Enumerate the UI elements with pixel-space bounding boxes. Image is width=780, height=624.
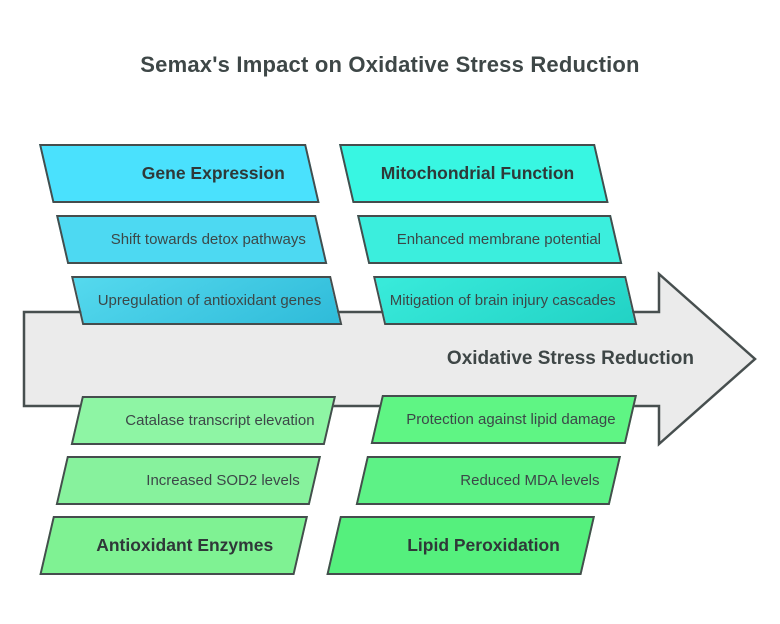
node-increased-sod2-levels: Increased SOD2 levels [55, 456, 321, 505]
node-label: Protection against lipid damage [406, 410, 616, 428]
node-label: Enhanced membrane potential [396, 230, 601, 248]
node-label: Lipid Peroxidation [407, 535, 561, 556]
node-mitigation-of-brain-injury-cascades: Mitigation of brain injury cascades [373, 276, 638, 325]
node-enhanced-membrane-potential: Enhanced membrane potential [357, 215, 623, 264]
node-upregulation-of-antioxidant-genes: Upregulation of antioxidant genes [71, 276, 343, 325]
node-reduced-mda-levels: Reduced MDA levels [355, 456, 621, 505]
node-label: Antioxidant Enzymes [96, 535, 274, 556]
node-label: Increased SOD2 levels [145, 471, 300, 489]
node-antioxidant-enzymes-header: Antioxidant Enzymes [39, 516, 308, 575]
node-mitochondrial-function-header: Mitochondrial Function [339, 144, 609, 203]
node-lipid-peroxidation-header: Lipid Peroxidation [326, 516, 595, 575]
node-label: Reduced MDA levels [460, 471, 600, 489]
node-label: Mitochondrial Function [380, 163, 574, 184]
node-label: Catalase transcript elevation [125, 411, 315, 429]
node-label: Mitigation of brain injury cascades [389, 291, 616, 309]
diagram-title: Semax's Impact on Oxidative Stress Reduc… [140, 52, 640, 77]
node-protection-against-lipid-damage: Protection against lipid damage [370, 395, 637, 444]
node-gene-expression-header: Gene Expression [39, 144, 320, 203]
node-label: Upregulation of antioxidant genes [97, 291, 321, 309]
node-label: Gene Expression [141, 163, 285, 184]
node-shift-towards-detox-pathways: Shift towards detox pathways [56, 215, 328, 264]
node-catalase-transcript-elevation: Catalase transcript elevation [70, 396, 336, 445]
arrow-label: Oxidative Stress Reduction [446, 348, 694, 369]
node-label: Shift towards detox pathways [110, 230, 306, 248]
